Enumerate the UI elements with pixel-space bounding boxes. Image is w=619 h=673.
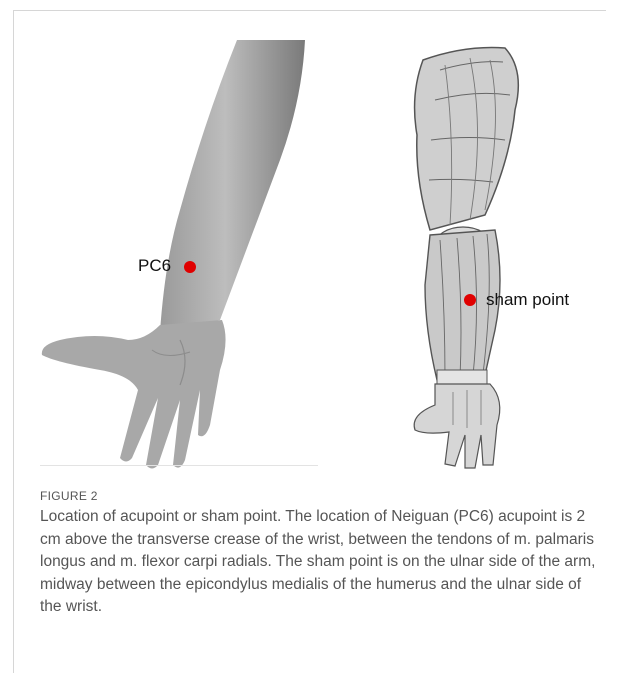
- forearm-hand-photo: [40, 40, 320, 470]
- sham-point-label: sham point: [486, 290, 569, 310]
- figure-number: FIGURE 2: [40, 489, 98, 503]
- arm-muscle-anatomy-illustration: [345, 40, 595, 470]
- figure-frame-top-border: [13, 10, 606, 11]
- figure-divider: [40, 465, 318, 466]
- figure-frame-left-border: [13, 10, 14, 673]
- pc6-point-marker: [184, 261, 196, 273]
- figure-caption: Location of acupoint or sham point. The …: [40, 506, 600, 619]
- pc6-label: PC6: [138, 256, 171, 276]
- sham-point-marker: [464, 294, 476, 306]
- figure-image: PC6 sham point: [40, 40, 600, 470]
